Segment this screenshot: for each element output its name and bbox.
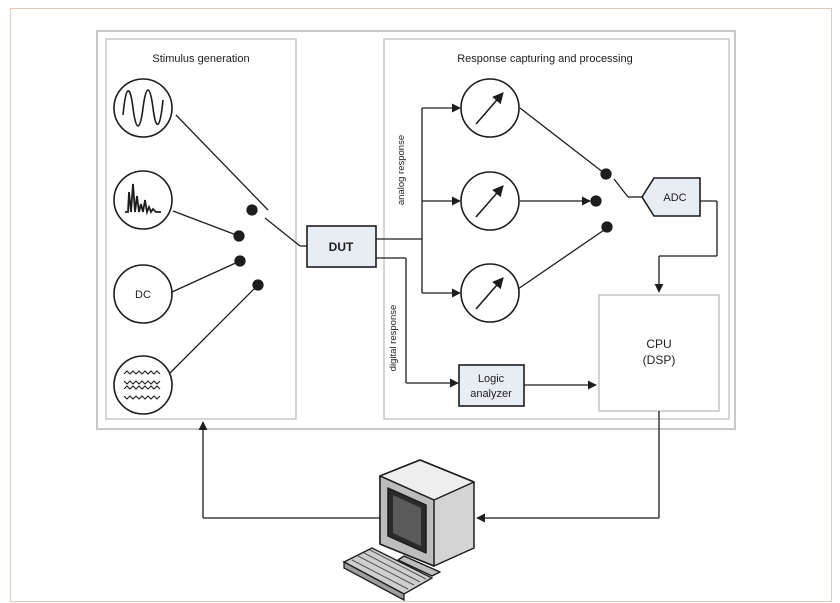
digital-path — [376, 257, 459, 388]
switch-contact-1 — [246, 204, 258, 216]
meter-gauge-icon — [475, 92, 504, 125]
meter-gauge-icon — [475, 185, 504, 218]
cpu-sub-label: (DSP) — [643, 353, 676, 367]
pulse-source — [113, 170, 173, 230]
meter-gauge-icon — [475, 277, 504, 310]
meter-1 — [460, 78, 520, 138]
dut-block — [306, 225, 377, 268]
pulse-spectrum-icon — [125, 183, 161, 216]
noise-wave-icon — [123, 370, 161, 400]
meter-switch-contact-1 — [600, 168, 612, 180]
noise-source — [113, 355, 173, 415]
logic-analyzer-block — [458, 364, 525, 407]
meter-3 — [460, 263, 520, 323]
meter-switch-blade — [613, 178, 629, 198]
cpu-block — [598, 294, 720, 412]
analog-response-label: analog response — [396, 135, 407, 205]
sine-to-switch-wire — [175, 114, 269, 211]
switch-contact-3 — [234, 255, 246, 267]
pulse-to-switch-wire — [172, 210, 240, 237]
computer-to-stimulus-wire — [198, 421, 383, 519]
keyboard-icon — [342, 547, 434, 602]
switch-contact-2 — [233, 230, 245, 242]
switch-contact-4 — [252, 279, 264, 291]
adc-label: ADC — [663, 192, 686, 204]
meter1-to-switch-wire — [519, 107, 605, 174]
source-switch-blade — [264, 217, 301, 247]
meter-switch-contact-3 — [601, 221, 613, 233]
digital-response-label: digital response — [388, 305, 399, 372]
meter-2 — [460, 171, 520, 231]
cpu-label: CPU — [646, 337, 671, 351]
dc-to-switch-wire — [171, 260, 241, 293]
dc-label: DC — [135, 289, 151, 301]
dc-source: DC — [113, 264, 173, 324]
source-switch — [169, 114, 301, 374]
logic-analyzer-label: Logic — [478, 373, 505, 385]
noise-to-switch-wire — [169, 284, 259, 374]
analog-bus — [376, 103, 461, 298]
adc-to-cpu-wire — [654, 200, 718, 293]
sine-source — [113, 78, 173, 138]
computer-workstation-icon — [379, 459, 475, 577]
adc-block — [641, 177, 701, 217]
meter-switch — [517, 107, 642, 290]
sine-wave-icon — [122, 89, 164, 127]
meter3-to-switch-wire — [517, 227, 608, 290]
meter-switch-contact-2 — [590, 195, 602, 207]
dut-label: DUT — [329, 240, 354, 254]
cpu-to-computer-wire — [476, 411, 660, 523]
stimulus-title: Stimulus generation — [152, 53, 249, 65]
response-title: Response capturing and processing — [457, 53, 633, 65]
logic-analyzer-sub-label: analyzer — [470, 388, 512, 400]
